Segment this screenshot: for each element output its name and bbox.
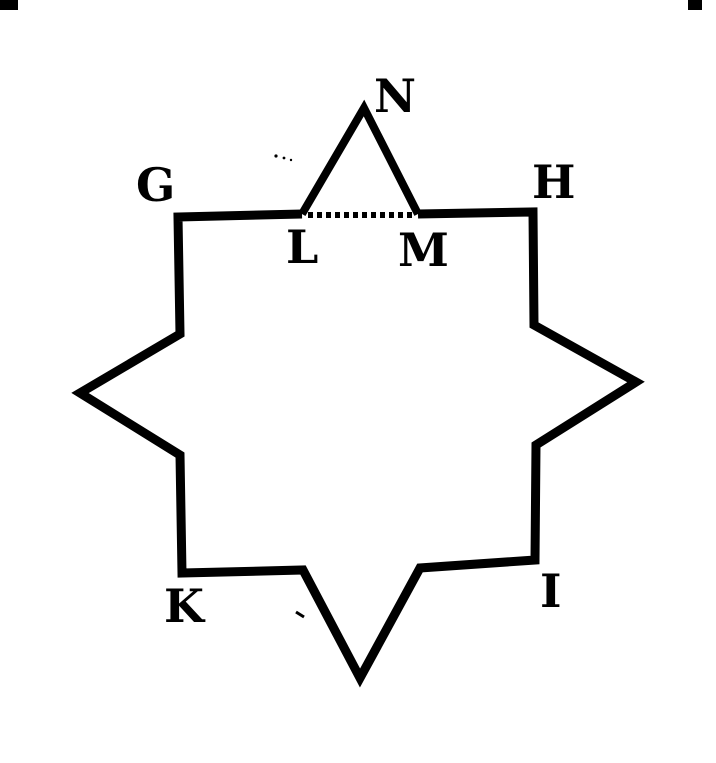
label-n: N — [374, 69, 416, 123]
star-outline — [71, 207, 645, 688]
label-l: L — [286, 220, 318, 274]
label-m: M — [398, 223, 449, 277]
speck-mark — [282, 156, 286, 160]
triangle-n — [298, 99, 422, 217]
scan-mark-right — [688, 0, 702, 10]
speck-mark — [274, 154, 278, 158]
scan-mark-left — [0, 0, 18, 10]
speck-mark — [295, 610, 305, 619]
label-i: I — [540, 564, 562, 618]
label-g: G — [136, 158, 175, 212]
speck-mark — [289, 158, 293, 162]
label-k: K — [164, 579, 206, 633]
label-h: H — [532, 155, 575, 209]
